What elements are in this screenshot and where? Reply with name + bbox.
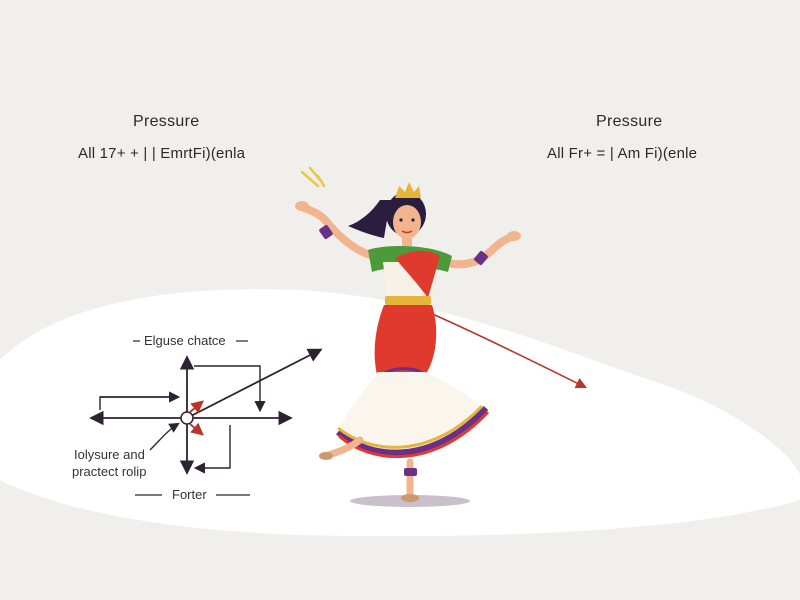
dancer-sari-drape bbox=[395, 250, 440, 298]
left-panel-formula: All 17+ + | | EmrtFi)(enla bbox=[78, 145, 246, 162]
right-panel-title: Pressure bbox=[596, 113, 663, 130]
right-panel-formula: All Fr+ = | Am Fi)(enle bbox=[547, 145, 698, 162]
bracket-arrow-right bbox=[194, 365, 266, 413]
red-small-arrow-up bbox=[189, 400, 204, 414]
dancer-crown bbox=[395, 182, 421, 198]
force-diagram bbox=[89, 340, 323, 496]
diagram-top-label: Elguse chatce bbox=[144, 333, 226, 348]
dancer-hair bbox=[348, 200, 392, 238]
sparkle-icon bbox=[300, 166, 326, 188]
dancer-left-arm bbox=[296, 202, 374, 259]
dancer-skirt-border bbox=[336, 405, 489, 456]
dancer-skirt-red bbox=[374, 305, 437, 378]
force-arrow-red bbox=[427, 311, 588, 389]
dancer-waist-belt bbox=[385, 296, 431, 305]
dancer-figure bbox=[295, 166, 521, 507]
left-panel-title: Pressure bbox=[133, 113, 200, 130]
bracket-arrow-bottom bbox=[193, 425, 231, 474]
caption-pointer-arrow bbox=[149, 422, 180, 451]
dancer-face bbox=[393, 205, 421, 239]
dancer-skirt-white bbox=[338, 372, 484, 450]
diagram-caption-line1: Iolysure and bbox=[74, 447, 145, 462]
origin-point bbox=[180, 411, 194, 425]
diagram-bottom-label: Forter bbox=[172, 487, 207, 502]
resultant-arrow bbox=[186, 348, 323, 419]
red-small-arrow-down bbox=[189, 422, 204, 436]
diagram-caption-line2: practect rolip bbox=[72, 464, 147, 479]
